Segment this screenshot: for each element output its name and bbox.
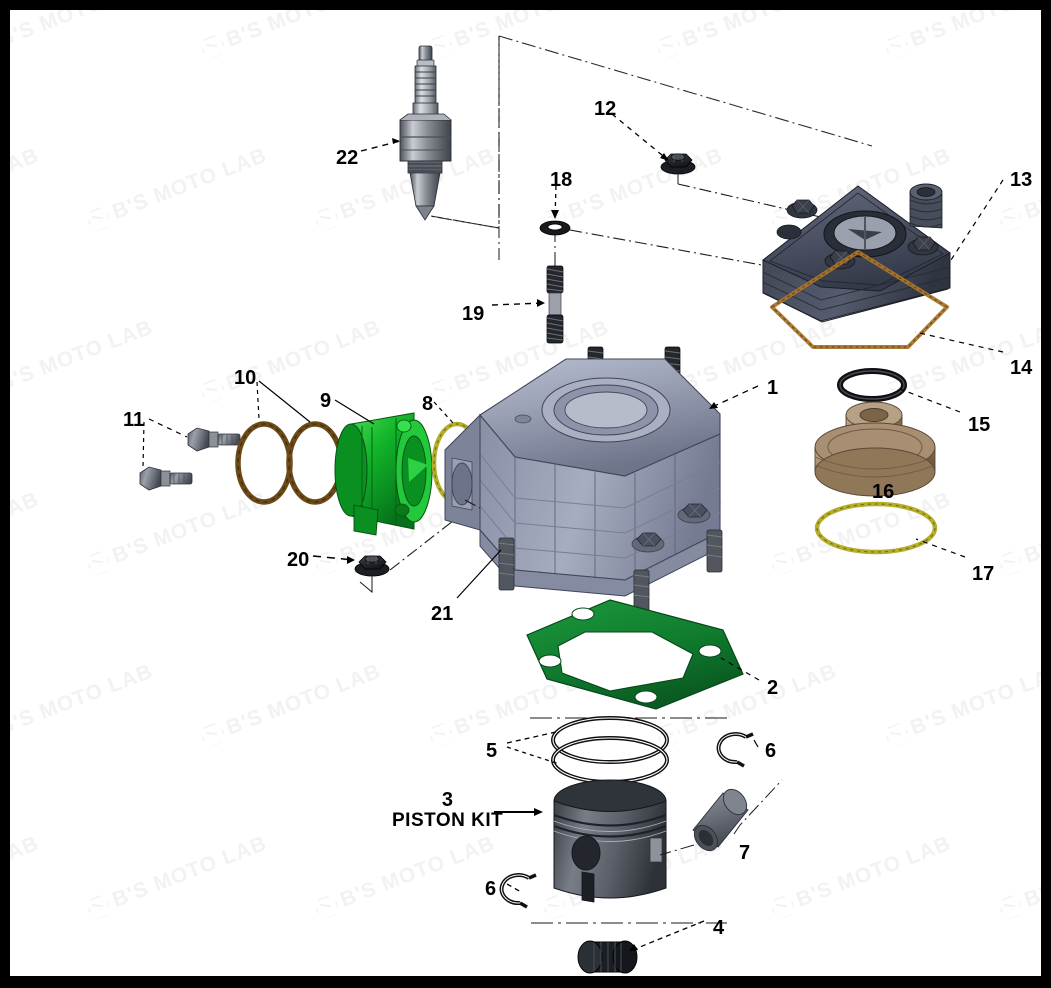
part-cylinder-1 bbox=[444, 346, 721, 597]
callout-14-head-oring: 14 bbox=[1010, 357, 1033, 379]
callout-9-reed-cage: 9 bbox=[320, 390, 332, 412]
callout-6-circlip-lower: 6 bbox=[485, 878, 497, 900]
part-bolt-11-b bbox=[139, 466, 193, 491]
part-stud-19 bbox=[546, 265, 564, 344]
part-circlip-6-upper bbox=[716, 732, 754, 768]
part-circlip-6-lower bbox=[499, 873, 537, 909]
part-oring-15 bbox=[837, 368, 907, 402]
part-flange-nut-12 bbox=[660, 153, 696, 175]
callout-7-piston-pin: 7 bbox=[739, 842, 751, 864]
callout-4-bearing: 4 bbox=[713, 917, 725, 939]
callout-1-cylinder: 1 bbox=[767, 377, 779, 399]
callout-20-flange-nut: 20 bbox=[287, 549, 310, 571]
callout-19-stud: 19 bbox=[462, 303, 485, 325]
part-oring-17 bbox=[814, 501, 938, 555]
part-washer-18 bbox=[539, 220, 571, 236]
callout-22-spark-plug: 22 bbox=[336, 147, 359, 169]
callout-10-orings: 10 bbox=[234, 367, 257, 389]
part-oring-10-b bbox=[286, 421, 344, 505]
part-spark-plug bbox=[399, 45, 452, 221]
callout-13-cylinder-head: 13 bbox=[1010, 169, 1033, 191]
callout-2-base-gasket: 2 bbox=[767, 677, 779, 699]
callout-16-power-valve: 16 bbox=[872, 481, 895, 503]
callout-15-oring: 15 bbox=[968, 414, 991, 436]
callout-12-nut: 12 bbox=[594, 98, 617, 120]
part-power-valve-16 bbox=[814, 401, 936, 497]
part-oring-10-a bbox=[235, 421, 293, 505]
part-piston-rings-5 bbox=[551, 716, 669, 784]
part-cylinder-head-13 bbox=[762, 183, 951, 323]
piston-kit-number: 3 bbox=[441, 789, 454, 811]
callout-5-piston-rings: 5 bbox=[486, 740, 498, 762]
part-reed-cage-9 bbox=[334, 412, 433, 536]
part-head-oring-14 bbox=[770, 250, 949, 349]
callout-18-washer: 18 bbox=[550, 169, 573, 191]
part-piston-pin-7 bbox=[692, 788, 749, 852]
part-bolt-11-a bbox=[187, 427, 241, 452]
piston-kit-text: PISTON KIT bbox=[392, 810, 504, 831]
callout-8-oring: 8 bbox=[422, 393, 434, 415]
callout-11-bolts: 11 bbox=[123, 409, 145, 431]
part-needle-bearing-4 bbox=[577, 940, 638, 974]
callout-17-oring: 17 bbox=[972, 563, 995, 585]
callout-21-stud: 21 bbox=[431, 603, 454, 625]
part-base-gasket-2 bbox=[526, 599, 744, 710]
parts-artwork bbox=[139, 35, 1004, 974]
part-flange-nut-20 bbox=[354, 555, 390, 577]
callout-6-circlip-upper: 6 bbox=[765, 740, 777, 762]
part-piston-3 bbox=[553, 779, 667, 903]
